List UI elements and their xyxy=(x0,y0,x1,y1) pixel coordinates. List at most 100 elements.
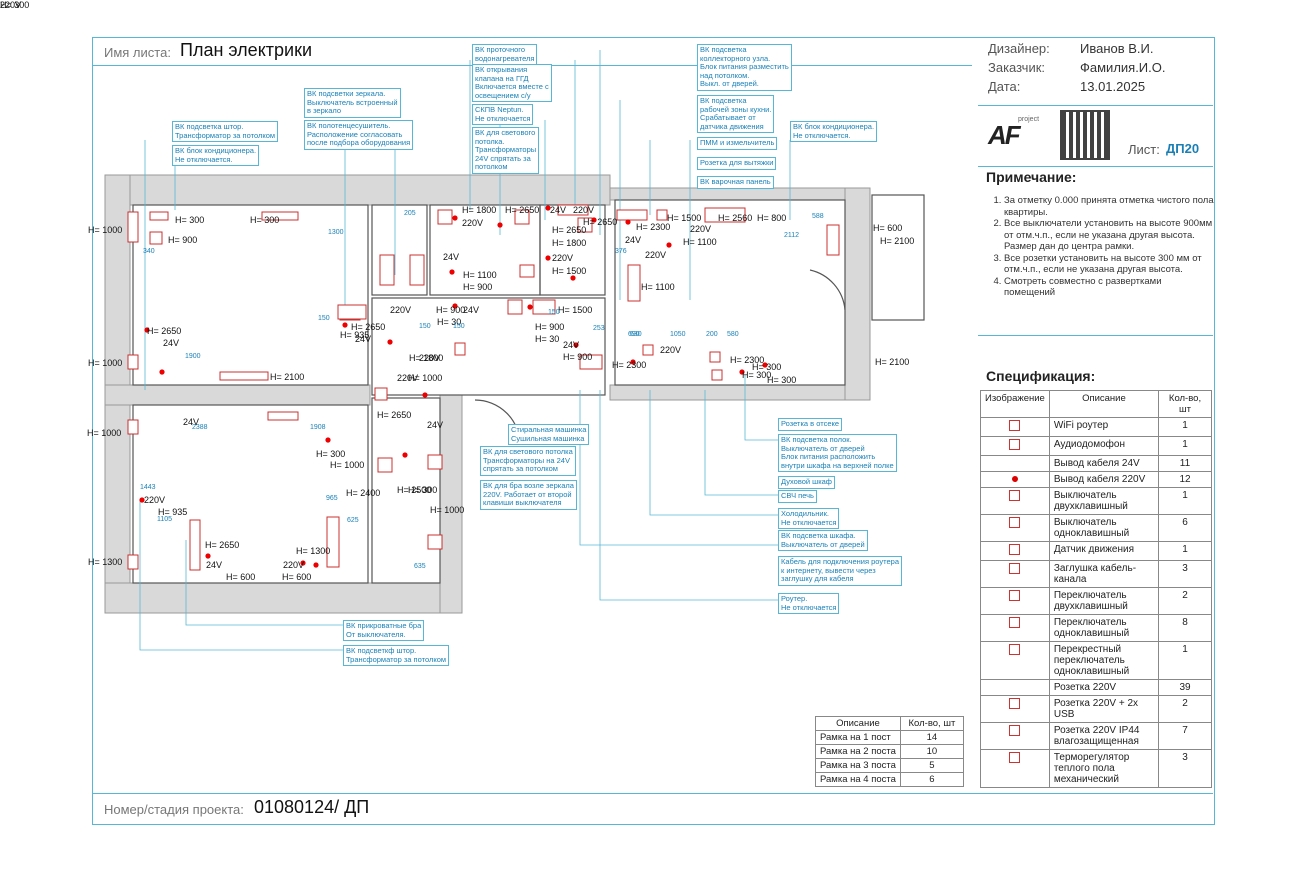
intercom-icon xyxy=(1009,439,1021,450)
spec-qty: 1 xyxy=(1158,487,1212,515)
project-footer: Номер/стадия проекта: 01080124/ ДП xyxy=(92,793,1213,824)
dimension-label: 205 xyxy=(404,210,416,217)
height-label: 24V xyxy=(427,420,444,430)
dimension-label: 1300 xyxy=(328,229,344,236)
cable-plug-icon xyxy=(1009,563,1021,574)
height-label: 24V xyxy=(625,235,642,245)
dimension-label: 690 xyxy=(628,331,640,338)
height-label: 24V xyxy=(355,334,372,344)
plan-callout: ПММ и измельчитель xyxy=(697,137,778,150)
electrical-device-icon xyxy=(261,211,299,221)
electrical-device-icon xyxy=(427,454,443,470)
socket-usb-icon xyxy=(1009,698,1021,709)
specification-block: Спецификация: Изображение Описание Кол-в… xyxy=(980,368,1212,788)
height-label: 220V xyxy=(390,305,412,315)
plan-callout: ВК блок кондиционера. Не отключается. xyxy=(790,121,878,142)
height-label: H= 1800 xyxy=(409,353,444,363)
plan-callout: ВК для светового потолка. Трансформаторы… xyxy=(472,127,540,174)
plan-callout: ВК подсветки зеркала. Выключатель встрое… xyxy=(304,88,401,118)
electrical-device-icon xyxy=(579,354,603,370)
cable-outlet-icon xyxy=(313,562,319,568)
cross-switch-icon xyxy=(1009,644,1021,655)
height-label: 220V xyxy=(645,250,667,260)
cable-outlet-icon xyxy=(570,275,576,281)
height-label: H= 2100 xyxy=(875,357,910,367)
spec-desc: Переключатель двухклавишный xyxy=(1048,587,1160,615)
height-label: H= 1000 xyxy=(408,373,443,383)
door-swing xyxy=(809,269,846,311)
spec-qty: 1 xyxy=(1158,641,1212,680)
cable-outlet-icon xyxy=(159,369,165,375)
height-label: H= 2300 xyxy=(730,355,765,365)
cable-outlet-icon xyxy=(545,255,551,261)
floor-plan xyxy=(104,50,925,651)
height-label: H= 2400 xyxy=(346,488,381,498)
dimension-label: 635 xyxy=(414,563,426,570)
electrical-device-icon xyxy=(577,217,593,233)
electrical-device-icon xyxy=(616,209,648,221)
electrical-device-icon xyxy=(507,299,523,315)
cable-outlet-icon xyxy=(342,322,348,328)
spec-qty: 12 xyxy=(1158,471,1212,488)
plan-callout: СВЧ печь xyxy=(778,490,817,503)
spec-image xyxy=(980,417,1050,437)
spec-image xyxy=(980,695,1050,723)
height-label: 220V xyxy=(552,253,574,263)
height-label: 220V xyxy=(690,224,712,234)
date: 13.01.2025 xyxy=(1080,79,1146,94)
plan-callout: Холодильник. Не отключается xyxy=(778,508,840,529)
room-bedroom-1 xyxy=(132,204,369,386)
electrical-device-icon xyxy=(642,344,654,356)
spec-qty: 1 xyxy=(1158,436,1212,456)
height-label: H= 300 xyxy=(767,375,797,385)
dimension-label: 630 xyxy=(630,331,642,338)
floor-thermostat-icon xyxy=(1009,752,1021,763)
dimension-label: 2388 xyxy=(192,424,208,431)
spec-image xyxy=(980,614,1050,642)
plan-callout: Кабель для подключения роутера к интерне… xyxy=(778,556,903,586)
spec-header-image: Изображение xyxy=(980,390,1050,418)
height-label: 24V xyxy=(163,338,180,348)
electrical-device-icon xyxy=(149,211,169,221)
single-toggle-icon xyxy=(1009,617,1021,628)
dimension-label: 588 xyxy=(812,213,824,220)
height-label: 220V xyxy=(660,345,682,355)
electrical-device-icon xyxy=(519,264,535,278)
spec-header-desc: Описание xyxy=(1048,390,1160,418)
height-label: H= 1500 xyxy=(552,266,587,276)
cable-outlet-icon xyxy=(573,342,579,348)
height-label: H= 900 xyxy=(463,282,493,292)
height-label: H= 30 xyxy=(437,317,462,327)
notes-block: Примечание: За отметку 0.000 принята отм… xyxy=(978,165,1214,336)
height-label: 220V xyxy=(283,560,305,570)
plan-callout: ВК подсветка коллекторного узла. Блок пи… xyxy=(697,44,792,91)
height-label: H= 900 xyxy=(563,352,593,362)
height-label: H= 30 xyxy=(535,334,560,344)
room-closet xyxy=(371,204,428,296)
height-label: H= 2560 xyxy=(718,213,753,223)
height-label: 220V xyxy=(462,218,484,228)
electrical-device-icon xyxy=(437,209,453,225)
plan-callout: ВК полотенцесушитель. Расположение согла… xyxy=(304,120,414,150)
height-label: H= 2300 xyxy=(636,222,671,232)
electrical-device-icon xyxy=(709,351,721,363)
wall-bottom-right xyxy=(609,384,861,401)
cable-outlet-icon xyxy=(402,452,408,458)
spec-table: Изображение Описание Кол-во, шт WiFi роу… xyxy=(980,390,1212,788)
plan-callout: Роутер. Не отключается xyxy=(778,593,840,614)
cable-outlet-icon xyxy=(545,205,551,211)
height-label: H= 300 xyxy=(250,215,280,225)
height-label: H= 1500 xyxy=(558,305,593,315)
height-label: 220V xyxy=(573,205,595,215)
height-label: H= 900 xyxy=(436,305,466,315)
customer-label: Заказчик: xyxy=(988,60,1046,75)
dimension-label: 625 xyxy=(347,517,359,524)
cable-outlet-icon xyxy=(527,304,533,310)
electrical-device-icon xyxy=(427,534,443,550)
spec-image xyxy=(980,487,1050,515)
